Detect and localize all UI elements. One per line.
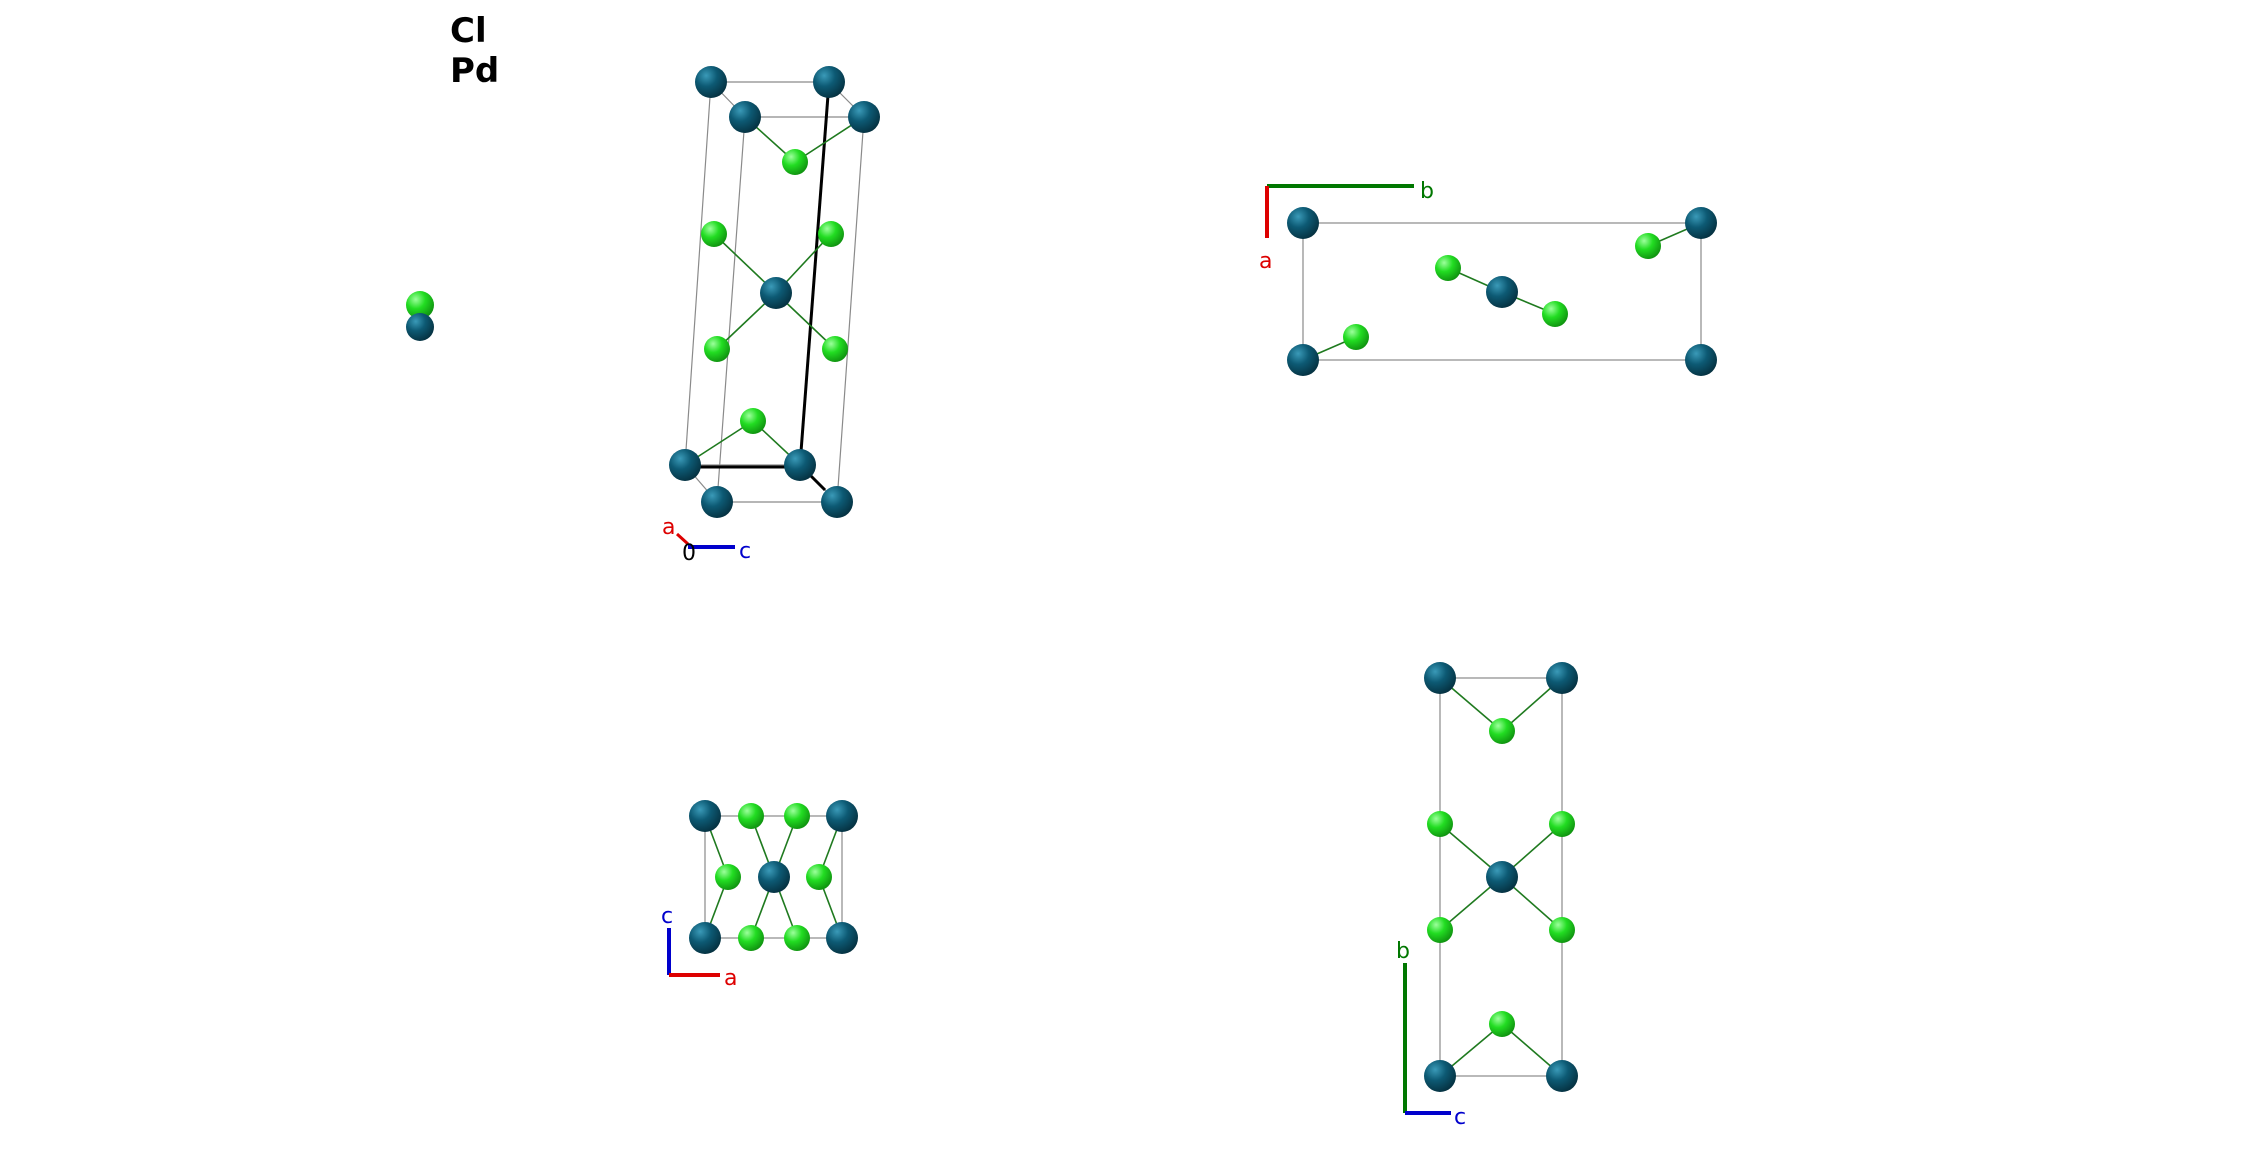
pd-atom bbox=[826, 800, 858, 832]
pd-atom bbox=[758, 861, 790, 893]
axis-c-label: c bbox=[739, 539, 751, 564]
cl-atom bbox=[1435, 255, 1461, 281]
cl-atom bbox=[782, 149, 808, 175]
pd-atom bbox=[1486, 276, 1518, 308]
view-along-c: b a bbox=[1259, 179, 1717, 376]
pd-atom bbox=[1546, 1060, 1578, 1092]
pd-atom bbox=[1546, 662, 1578, 694]
perspective-axis-indicator: a 0 c bbox=[662, 515, 751, 566]
cl-atom bbox=[784, 803, 810, 829]
pd-atom bbox=[669, 449, 701, 481]
pd-atom bbox=[1424, 1060, 1456, 1092]
cl-atom bbox=[1635, 233, 1661, 259]
unit-cell bbox=[704, 815, 843, 939]
pd-atom bbox=[1424, 662, 1456, 694]
pd-atom bbox=[826, 922, 858, 954]
cl-atom bbox=[1489, 718, 1515, 744]
perspective-atoms bbox=[669, 66, 880, 518]
pd-atom bbox=[813, 66, 845, 98]
pd-atom bbox=[689, 800, 721, 832]
legend-cl-label: Cl bbox=[450, 11, 487, 51]
cl-atom bbox=[1549, 917, 1575, 943]
pd-atom bbox=[760, 277, 792, 309]
pd-atom bbox=[1685, 344, 1717, 376]
pd-atom bbox=[695, 66, 727, 98]
axis-c-label: c bbox=[661, 904, 673, 929]
legend-cl-atom bbox=[406, 291, 434, 319]
pd-atom bbox=[701, 486, 733, 518]
axis-b-label: b bbox=[1420, 179, 1434, 204]
cl-atom bbox=[1542, 301, 1568, 327]
pd-atom bbox=[1685, 207, 1717, 239]
cl-atom bbox=[806, 864, 832, 890]
pd-atom bbox=[848, 101, 880, 133]
cl-atom bbox=[738, 803, 764, 829]
legend-pd-atom bbox=[406, 313, 434, 341]
pd-atom bbox=[729, 101, 761, 133]
cl-atom bbox=[704, 336, 730, 362]
cl-atom bbox=[701, 221, 727, 247]
cl-atom bbox=[1489, 1011, 1515, 1037]
axis-a-label: a bbox=[1259, 249, 1272, 274]
view-along-a-atoms bbox=[1424, 662, 1578, 1092]
element-legend: Cl Pd bbox=[406, 11, 499, 341]
view-along-b: c a bbox=[661, 800, 858, 991]
axis-b-label: b bbox=[1396, 939, 1410, 964]
cl-atom bbox=[1549, 811, 1575, 837]
legend-pd-label: Pd bbox=[450, 51, 499, 91]
cl-atom bbox=[822, 336, 848, 362]
pd-atom bbox=[821, 486, 853, 518]
pd-atom bbox=[689, 922, 721, 954]
axis-c-label: c bbox=[1454, 1105, 1466, 1130]
axis-a-label: a bbox=[724, 966, 737, 991]
view-along-c-atoms bbox=[1287, 207, 1717, 376]
cl-atom bbox=[1343, 324, 1369, 350]
view-along-b-atoms bbox=[689, 800, 858, 954]
pd-atom bbox=[784, 449, 816, 481]
cl-atom bbox=[715, 864, 741, 890]
pd-atom bbox=[1287, 344, 1319, 376]
cl-atom bbox=[1427, 811, 1453, 837]
cl-atom bbox=[738, 925, 764, 951]
unit-cell bbox=[1439, 677, 1563, 1077]
axis-origin-label: 0 bbox=[682, 541, 696, 566]
pd-atom bbox=[1486, 861, 1518, 893]
view-along-a: b c bbox=[1396, 662, 1578, 1130]
perspective-view: a 0 c bbox=[662, 66, 880, 566]
view-along-a-axis-indicator: b c bbox=[1396, 939, 1466, 1130]
cl-atom bbox=[1427, 917, 1453, 943]
cl-atom bbox=[818, 221, 844, 247]
pd-atom bbox=[1287, 207, 1319, 239]
cl-atom bbox=[784, 925, 810, 951]
view-along-b-axis-indicator: c a bbox=[661, 904, 737, 991]
view-along-c-axis-indicator: b a bbox=[1259, 179, 1434, 274]
axis-a-label: a bbox=[662, 515, 675, 540]
cl-atom bbox=[740, 408, 766, 434]
unit-cell bbox=[1302, 222, 1702, 361]
